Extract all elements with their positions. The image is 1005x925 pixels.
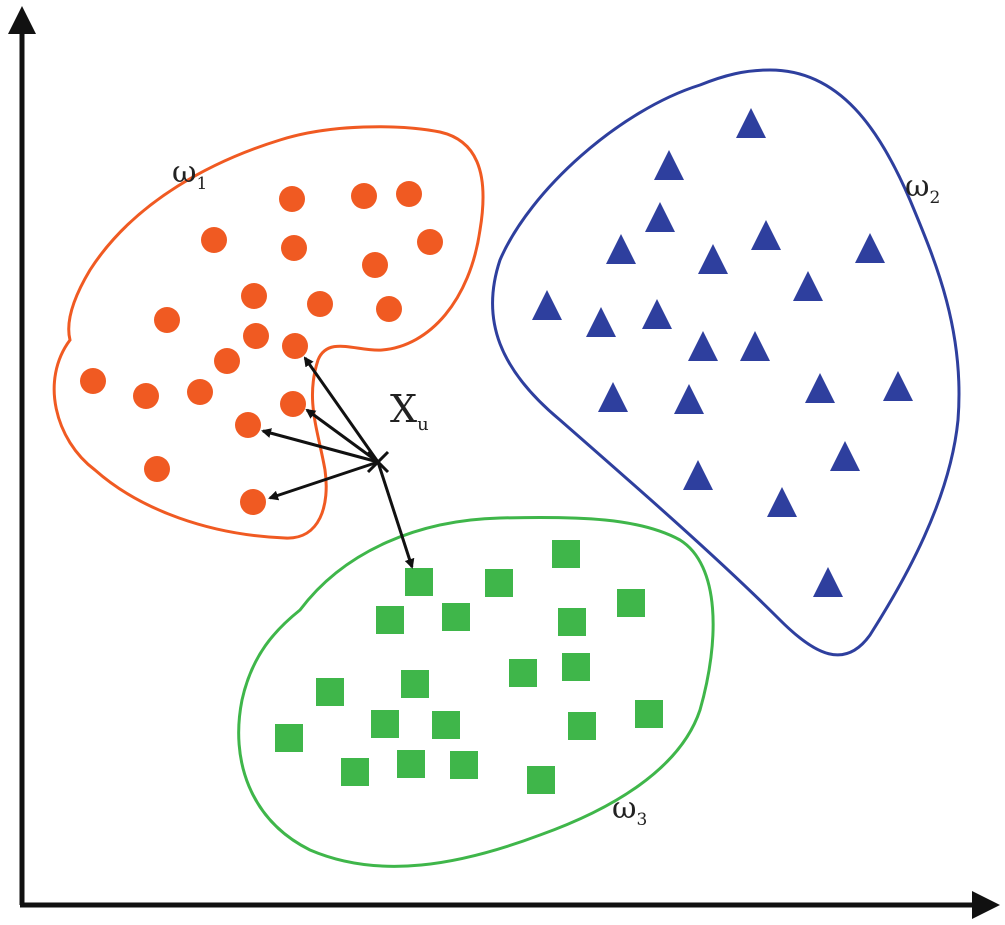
data-point-triangle: [855, 233, 885, 263]
data-point-square: [442, 603, 470, 631]
data-point-square: [562, 653, 590, 681]
data-point-square: [341, 758, 369, 786]
query-point-label: Xu: [390, 387, 429, 435]
data-point-square: [275, 724, 303, 752]
data-point-triangle: [805, 373, 835, 403]
data-point-triangle: [736, 108, 766, 138]
data-point-triangle: [688, 331, 718, 361]
data-point-square: [371, 710, 399, 738]
data-point-square: [509, 659, 537, 687]
data-point-square: [552, 540, 580, 568]
cluster-omega3-label: ω3: [612, 791, 647, 830]
data-point-circle: [280, 391, 306, 417]
data-point-triangle: [674, 384, 704, 414]
data-point-circle: [282, 333, 308, 359]
data-point-triangle: [883, 371, 913, 401]
data-point-square: [316, 678, 344, 706]
data-point-triangle: [532, 290, 562, 320]
data-point-square: [568, 712, 596, 740]
query-point-marker: [366, 450, 390, 474]
data-point-circle: [235, 412, 261, 438]
data-point-square: [401, 670, 429, 698]
data-point-square: [558, 608, 586, 636]
data-point-square: [617, 589, 645, 617]
data-point-triangle: [698, 244, 728, 274]
data-point-circle: [241, 283, 267, 309]
data-point-circle: [351, 183, 377, 209]
data-point-triangle: [586, 307, 616, 337]
data-point-square: [635, 700, 663, 728]
data-point-circle: [214, 348, 240, 374]
data-point-circle: [201, 227, 227, 253]
cluster-omega2-label: ω2: [905, 169, 940, 208]
data-point-triangle: [740, 331, 770, 361]
axes: [8, 6, 1000, 919]
neighbor-arrow: [268, 460, 379, 501]
y-axis-arrowhead: [8, 6, 36, 34]
data-point-circle: [279, 186, 305, 212]
data-point-circle: [243, 323, 269, 349]
data-point-triangle: [683, 460, 713, 490]
data-point-circle: [376, 296, 402, 322]
data-point-triangle: [793, 271, 823, 301]
data-point-circle: [417, 229, 443, 255]
cluster-omega3-points: [275, 540, 663, 794]
data-point-triangle: [830, 441, 860, 471]
data-point-circle: [281, 235, 307, 261]
data-point-square: [432, 711, 460, 739]
data-point-triangle: [767, 487, 797, 517]
data-point-circle: [362, 252, 388, 278]
data-point-circle: [80, 368, 106, 394]
data-point-circle: [144, 456, 170, 482]
data-point-triangle: [598, 382, 628, 412]
x-axis-arrowhead: [972, 891, 1000, 919]
neighbor-arrow: [303, 356, 380, 463]
data-point-circle: [307, 291, 333, 317]
neighbor-arrows: [261, 356, 415, 569]
data-point-circle: [154, 307, 180, 333]
cluster-omega1-points: [80, 181, 443, 515]
data-point-circle: [133, 383, 159, 409]
cluster-omega2-boundary: [491, 68, 961, 657]
data-point-circle: [240, 489, 266, 515]
data-point-square: [527, 766, 555, 794]
neighbor-arrow: [261, 428, 379, 464]
data-point-triangle: [654, 150, 684, 180]
cluster-omega2-points: [532, 108, 913, 597]
data-point-circle: [187, 379, 213, 405]
neighbor-arrow: [376, 461, 415, 569]
cluster-omega3-boundary: [237, 515, 715, 868]
data-point-square: [450, 751, 478, 779]
data-point-square: [405, 568, 433, 596]
cluster-omega1-label: ω1: [172, 155, 207, 194]
data-point-square: [376, 606, 404, 634]
data-point-triangle: [642, 299, 672, 329]
data-point-triangle: [813, 567, 843, 597]
data-point-triangle: [751, 220, 781, 250]
data-point-circle: [396, 181, 422, 207]
data-point-square: [485, 569, 513, 597]
neighbor-arrow: [305, 408, 379, 464]
data-point-triangle: [645, 202, 675, 232]
data-point-triangle: [606, 234, 636, 264]
cluster-omega1-boundary: [52, 125, 485, 540]
data-point-square: [397, 750, 425, 778]
